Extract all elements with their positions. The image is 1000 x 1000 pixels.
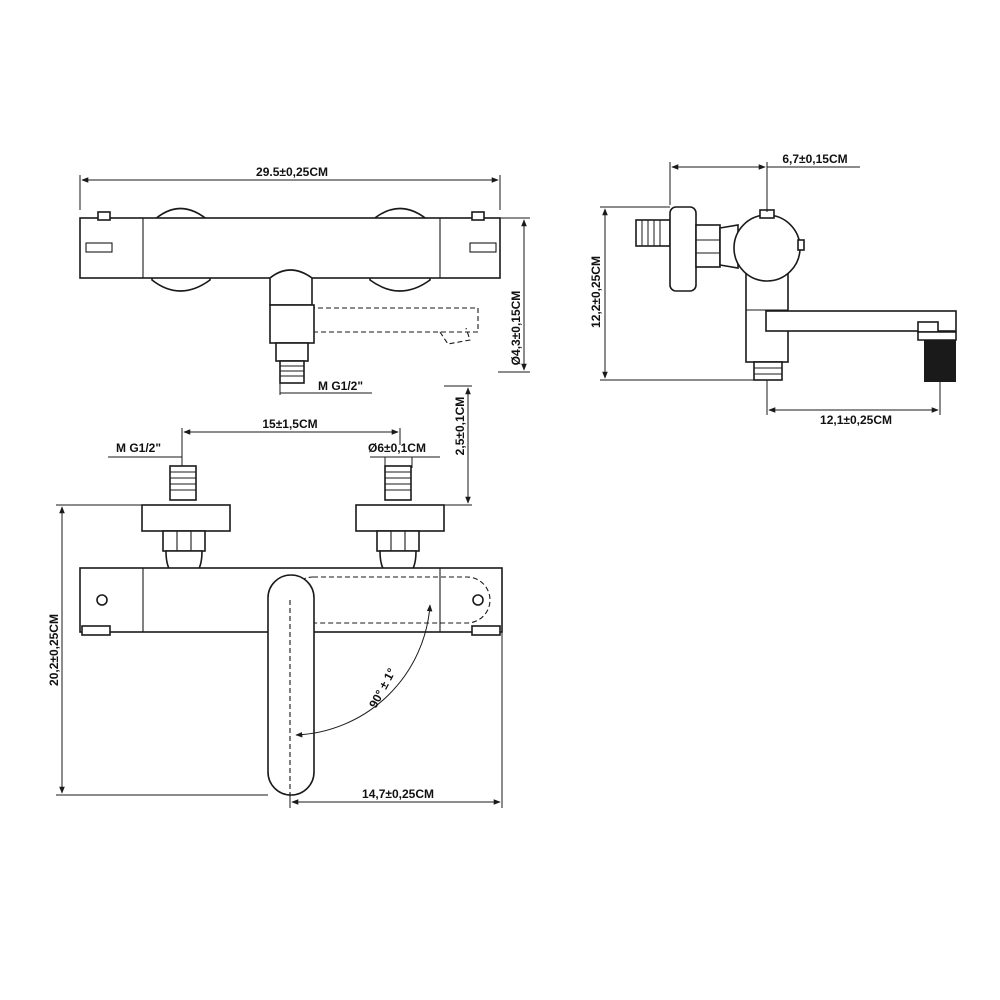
- side-handle: [733, 214, 801, 282]
- left-inlet: [141, 465, 231, 579]
- label-spout-reach: 14,7±0,25CM: [362, 787, 434, 801]
- label-inlet-spacing: 15±1,5CM: [262, 417, 317, 431]
- top-view: 29.5±0,25CM Ø4,3±0,15CM M G1/2": [79, 165, 530, 395]
- right-inlet: [355, 465, 445, 579]
- top-spout-neck: [269, 269, 313, 306]
- top-thread: [279, 360, 305, 384]
- label-side-height: 12,2±0,25CM: [589, 256, 603, 328]
- label-rotation: 90° ± 1°: [366, 666, 399, 711]
- label-top-width: 29.5±0,25CM: [256, 165, 328, 179]
- side-view: 6,7±0,15CM 12,2±0,25CM 12,1±0,25CM: [589, 152, 957, 427]
- front-view: 15±1,5CM M G1/2" Ø6±0,1CM: [47, 385, 503, 808]
- label-inlet-diameter: Ø6±0,1CM: [368, 441, 426, 455]
- label-total-height: 20,2±0,25CM: [47, 614, 61, 686]
- side-wall-plate: [669, 206, 697, 292]
- side-spout: [765, 310, 957, 332]
- top-body: [79, 217, 501, 279]
- label-side-depth: 6,7±0,15CM: [782, 152, 847, 166]
- label-inlet-depth: 2,5±0,1CM: [453, 397, 467, 456]
- label-thread-front: M G1/2": [116, 441, 161, 455]
- side-thread: [635, 219, 671, 247]
- rotation-arc: [295, 604, 433, 738]
- right-button: [472, 594, 484, 606]
- side-aerator: [924, 340, 956, 382]
- spout-lever: [267, 574, 315, 796]
- left-button: [96, 594, 108, 606]
- label-side-spout: 12,1±0,25CM: [820, 413, 892, 427]
- label-spout-diameter: Ø4,3±0,15CM: [509, 291, 523, 366]
- label-thread-top: M G1/2": [318, 379, 363, 393]
